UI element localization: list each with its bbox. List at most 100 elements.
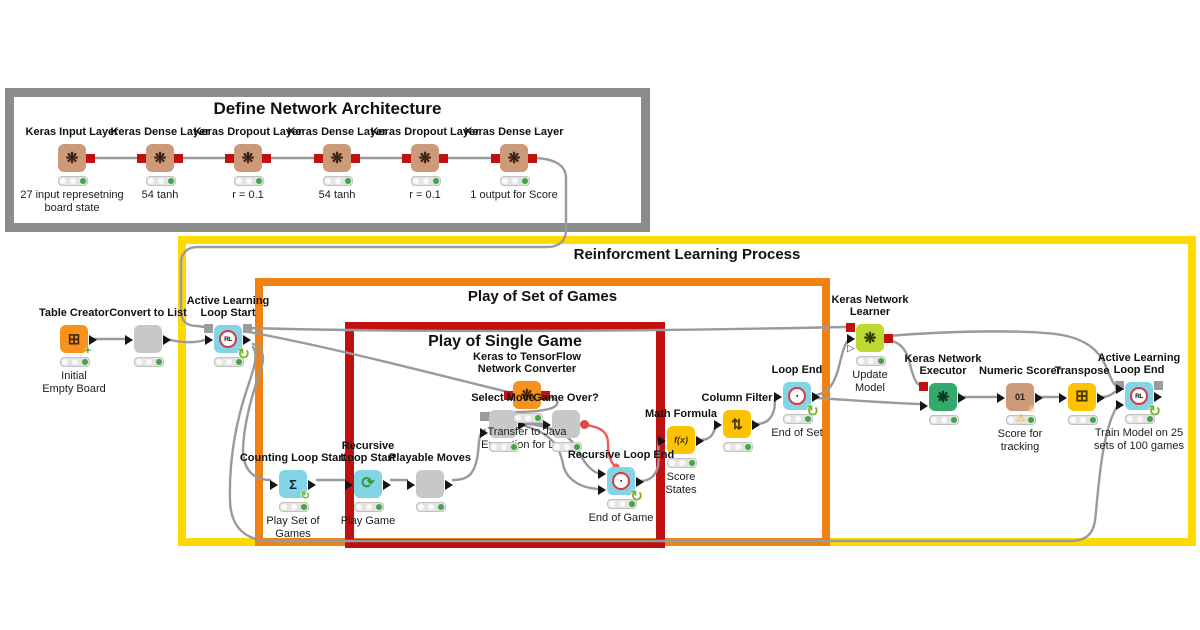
traffic-light bbox=[513, 413, 543, 423]
data-out-port[interactable] bbox=[1097, 393, 1105, 403]
node-keras-input-layer[interactable]: ❋ bbox=[58, 144, 95, 172]
node-active-learning-loop-end[interactable]: RL↻ bbox=[1115, 381, 1163, 419]
data-in-port[interactable] bbox=[480, 428, 488, 438]
data-out-port[interactable] bbox=[1035, 393, 1043, 403]
data-in-port[interactable] bbox=[920, 401, 928, 411]
node-numeric-scorer[interactable]: 01☼ bbox=[997, 383, 1043, 415]
model-out-port[interactable] bbox=[541, 391, 550, 400]
data-in-port-1[interactable] bbox=[1116, 384, 1124, 394]
data-out-port[interactable] bbox=[89, 335, 97, 345]
node-playable-moves[interactable] bbox=[407, 470, 453, 498]
data-out-port[interactable] bbox=[308, 480, 316, 490]
node-active-learning-loop-start[interactable]: RL↻ bbox=[204, 324, 252, 362]
status-dot bbox=[356, 504, 362, 510]
data-in-port[interactable] bbox=[407, 480, 415, 490]
status-dot bbox=[1137, 416, 1143, 422]
data-out-port[interactable] bbox=[752, 420, 760, 430]
node-counting-loop-start[interactable]: Σ↻ bbox=[270, 470, 316, 502]
wire-alls-learner-model bbox=[247, 325, 848, 333]
data-in-port[interactable] bbox=[714, 420, 722, 430]
node-select-move[interactable] bbox=[480, 410, 526, 438]
model-in-port[interactable] bbox=[137, 154, 146, 163]
node-recursive-loop-end-annotation: End of Game bbox=[588, 512, 654, 524]
traffic-light bbox=[411, 176, 441, 186]
flowvar-out-port[interactable] bbox=[580, 420, 589, 429]
data-out-port[interactable] bbox=[383, 480, 391, 490]
status-dot bbox=[366, 504, 372, 510]
model-in-port[interactable] bbox=[919, 382, 928, 391]
model-in-port[interactable] bbox=[846, 323, 855, 332]
model-out-port[interactable] bbox=[262, 154, 271, 163]
model-in-port[interactable] bbox=[491, 154, 500, 163]
data-in-port-2[interactable] bbox=[598, 485, 606, 495]
node-keras-to-tensorflow-converter[interactable]: ❋ bbox=[504, 381, 550, 409]
data-out-port[interactable] bbox=[518, 420, 526, 430]
status-dot bbox=[795, 416, 801, 422]
data-out-port[interactable] bbox=[958, 393, 966, 403]
model-in-port[interactable] bbox=[225, 154, 234, 163]
model-out-port[interactable] bbox=[351, 154, 360, 163]
node-recursive-loop-end[interactable]: ▪↻ bbox=[598, 467, 644, 504]
node-recursive-loop-start[interactable]: ⟳ bbox=[345, 470, 391, 498]
network-icon: ❋ bbox=[418, 149, 432, 167]
data-out-port[interactable] bbox=[243, 335, 251, 345]
node-keras-dropout-layer-1-label: Keras Dropout Layer bbox=[193, 126, 303, 138]
model-in-port[interactable] bbox=[480, 412, 489, 421]
model-out-port[interactable] bbox=[884, 334, 893, 343]
node-keras-dense-layer-2[interactable]: ❋ bbox=[314, 144, 360, 172]
node-keras-input-layer-annotation: 27 input represetning board state bbox=[20, 189, 124, 214]
data-in-port[interactable] bbox=[345, 480, 353, 490]
node-keras-dense-layer-1[interactable]: ❋ bbox=[137, 144, 183, 172]
node-column-filter[interactable]: ⇅ bbox=[714, 410, 760, 438]
node-game-over[interactable] bbox=[543, 410, 589, 438]
traffic-light bbox=[667, 458, 697, 468]
data-out-port[interactable] bbox=[812, 392, 820, 402]
node-loop-end[interactable]: ▪↻ bbox=[774, 382, 820, 419]
sun-icon: ☼ bbox=[1026, 403, 1037, 415]
model-out-port[interactable] bbox=[1154, 381, 1163, 390]
data-out-port[interactable] bbox=[636, 477, 644, 487]
traffic-light bbox=[58, 176, 88, 186]
model-out-port[interactable] bbox=[439, 154, 448, 163]
model-in-port[interactable] bbox=[402, 154, 411, 163]
model-out-port[interactable] bbox=[243, 324, 252, 333]
data-out-port[interactable] bbox=[445, 480, 453, 490]
network-icon: ❋ bbox=[936, 388, 950, 406]
data-in-port[interactable] bbox=[1059, 393, 1067, 403]
node-keras-dense-layer-3[interactable]: ❋ bbox=[491, 144, 537, 172]
group-title-rl-process: Reinforcment Learning Process bbox=[573, 246, 801, 263]
model-in-port[interactable] bbox=[504, 391, 513, 400]
data-out-port[interactable] bbox=[696, 436, 704, 446]
data-in-port[interactable] bbox=[205, 335, 213, 345]
traffic-light bbox=[354, 502, 384, 512]
data-in-port[interactable] bbox=[125, 335, 133, 345]
node-keras-dropout-layer-1[interactable]: ❋ bbox=[225, 144, 271, 172]
data-in-port[interactable] bbox=[658, 436, 666, 446]
grid-icon: ⊞ bbox=[1075, 388, 1089, 405]
data-in-port[interactable] bbox=[997, 393, 1005, 403]
node-convert-to-list[interactable] bbox=[125, 325, 171, 353]
node-keras-network-learner[interactable]: ❋▷ bbox=[846, 323, 893, 354]
data-in-port[interactable] bbox=[543, 420, 551, 430]
data-in-port[interactable] bbox=[847, 334, 855, 344]
node-math-formula[interactable]: f(x) bbox=[658, 426, 704, 454]
model-in-port[interactable] bbox=[204, 324, 213, 333]
model-out-port[interactable] bbox=[174, 154, 183, 163]
data-in-port-1[interactable] bbox=[598, 469, 606, 479]
node-math-formula-annotation: Score States bbox=[665, 471, 697, 496]
data-in-port-2[interactable] bbox=[1116, 400, 1124, 410]
data-out-port[interactable] bbox=[163, 335, 171, 345]
node-transpose[interactable]: ⊞ bbox=[1059, 383, 1105, 411]
model-out-port[interactable] bbox=[86, 154, 95, 163]
node-table-creator[interactable]: ⊞+ bbox=[60, 325, 97, 357]
data-in-port[interactable] bbox=[774, 392, 782, 402]
node-keras-dropout-layer-2[interactable]: ❋ bbox=[402, 144, 448, 172]
status-dot bbox=[941, 417, 947, 423]
optional-in-port[interactable]: ▷ bbox=[847, 343, 855, 354]
model-in-port[interactable] bbox=[314, 154, 323, 163]
node-keras-network-executor[interactable]: ❋ bbox=[919, 382, 966, 411]
data-out-port[interactable] bbox=[1154, 392, 1162, 402]
model-out-port[interactable] bbox=[528, 154, 537, 163]
data-in-port[interactable] bbox=[270, 480, 278, 490]
